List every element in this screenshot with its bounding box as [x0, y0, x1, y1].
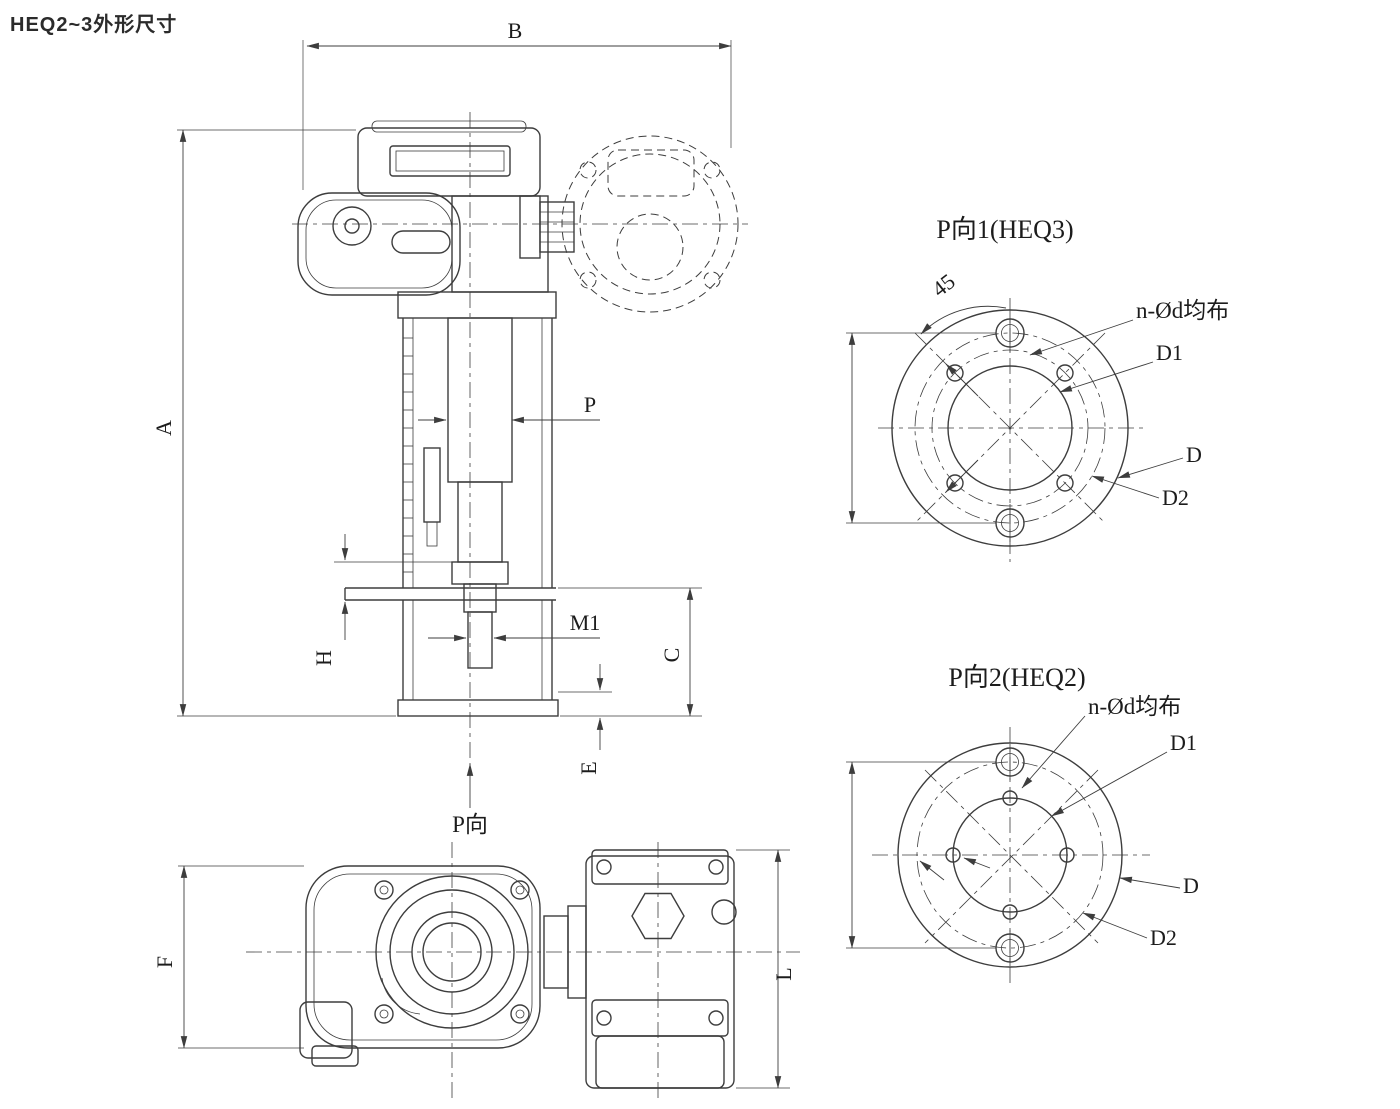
dim-H: H: [311, 534, 452, 666]
dim-D-label: D: [1186, 442, 1202, 467]
front-view-housing: [451, 195, 549, 293]
bolt-pattern-label: n-Ød均布: [1088, 694, 1181, 719]
dim-D1-label: D1: [1170, 730, 1197, 755]
front-view-conduit: [519, 195, 575, 259]
flange-view-heq3: P向1(HEQ3): [846, 215, 1229, 562]
flange-heq3-callouts: n-Ød均布 D1 D D2: [1029, 298, 1229, 510]
dim-D-label: D: [1183, 873, 1199, 898]
bottom-view-motor: [585, 849, 737, 1089]
dim-C: C: [558, 587, 702, 717]
flange-heq3-angle-callout: 45: [920, 268, 1007, 335]
flange-view-heq2-title: P向2(HEQ2): [948, 663, 1085, 692]
front-view-handwheel-phantom: [561, 135, 739, 313]
dim-B-label: B: [508, 18, 523, 43]
dim-P: P: [418, 392, 600, 424]
flange-view-heq3-title: P向1(HEQ3): [936, 215, 1073, 244]
view-direction-label: P向: [452, 812, 488, 837]
dim-D2-label: D2: [1162, 485, 1189, 510]
flange-outer-circle: [897, 742, 1123, 968]
dim-D1-label: D1: [1156, 340, 1183, 365]
bottom-view-gearbox: [299, 865, 541, 1067]
dim-H-label: H: [311, 650, 336, 666]
dim-P-label: P: [584, 392, 596, 417]
flange-heq2-callouts: n-Ød均布 D1 D D2: [1021, 694, 1199, 950]
bolt-pattern-label: n-Ød均布: [1136, 298, 1229, 323]
view-direction-arrow: P向: [452, 763, 488, 837]
front-view-base: [344, 587, 559, 717]
front-view-switch-box: [423, 447, 441, 523]
flange-heq2-left-dim: [846, 761, 996, 949]
dim-M1-label: M1: [570, 610, 601, 635]
page-title: HEQ2~3外形尺寸: [10, 14, 178, 36]
front-view-yoke-column: [397, 291, 557, 669]
front-view-stem: [467, 611, 493, 669]
dim-F-label: F: [152, 956, 177, 968]
dim-M1: M1: [428, 610, 601, 642]
flange-outer-circle: [891, 309, 1129, 547]
flange-heq2-bolt-holes: [945, 744, 1075, 966]
bottom-view-conduit-entry: [711, 899, 737, 925]
dim-C-label: C: [659, 648, 684, 663]
dim-L-label: L: [771, 967, 796, 980]
dim-E: E: [558, 664, 612, 775]
dim-A-label: A: [151, 420, 176, 436]
dim-F: F: [152, 865, 304, 1049]
dim-B: B: [302, 18, 732, 190]
dim-L: L: [736, 849, 796, 1089]
bottom-view-hex-plug: [631, 892, 685, 940]
front-view-control-head: [357, 120, 541, 197]
dim-A: A: [151, 129, 396, 717]
front-view-gearbox: [297, 192, 461, 296]
flange-view-heq2: P向2(HEQ2): [846, 663, 1199, 985]
bottom-view: F L: [152, 842, 800, 1100]
angle-45-label: 45: [927, 268, 960, 301]
dim-E-label: E: [576, 761, 601, 774]
front-view: B A P M1: [151, 18, 748, 837]
dim-D2-label: D2: [1150, 925, 1177, 950]
